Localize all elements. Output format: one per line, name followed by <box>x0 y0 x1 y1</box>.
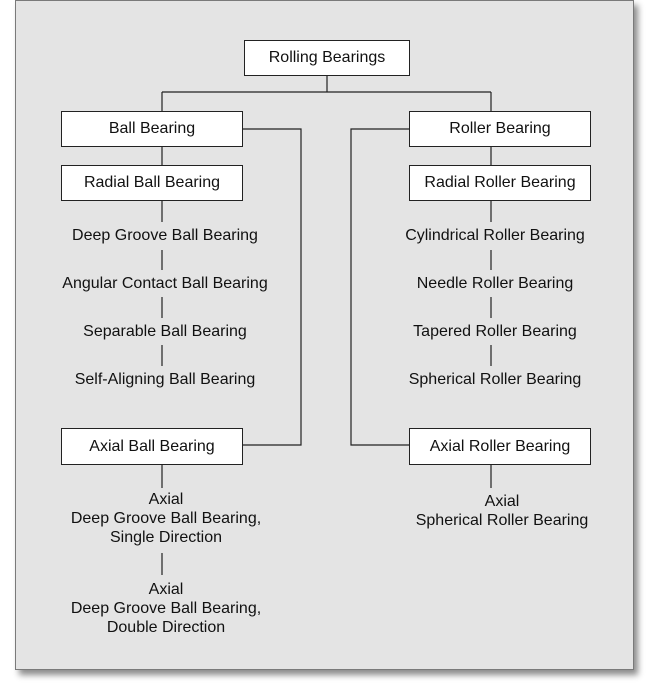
radial-roller-bearing-node: Radial Roller Bearing <box>409 165 591 201</box>
axial-roller-bearing-node: Axial Roller Bearing <box>409 428 591 465</box>
axial-roller-type: Axial Spherical Roller Bearing <box>416 492 589 530</box>
radial-roller-type: Spherical Roller Bearing <box>408 371 582 388</box>
ball-bearing-node: Ball Bearing <box>61 111 243 147</box>
axial-ball-type-line: Double Direction <box>106 619 226 636</box>
root-node: Rolling Bearings <box>244 40 410 76</box>
axial-ball-bearing-node: Axial Ball Bearing <box>61 428 243 465</box>
axial-roller-type-line: Axial <box>484 493 520 510</box>
radial-roller-type: Cylindrical Roller Bearing <box>405 227 585 244</box>
axial-ball-type-line: Axial <box>148 581 184 598</box>
axial-ball-type: Axial Deep Groove Ball Bearing, Double D… <box>71 580 261 637</box>
axial-ball-type-line: Deep Groove Ball Bearing, <box>70 600 262 617</box>
radial-ball-bearing-node: Radial Ball Bearing <box>61 165 243 201</box>
radial-ball-type: Separable Ball Bearing <box>83 323 247 340</box>
radial-ball-type: Self-Aligning Ball Bearing <box>74 371 256 388</box>
axial-ball-type-line: Axial <box>148 491 184 508</box>
radial-roller-type: Tapered Roller Bearing <box>413 323 577 340</box>
axial-ball-type: Axial Deep Groove Ball Bearing, Single D… <box>71 490 261 547</box>
axial-ball-type-line: Deep Groove Ball Bearing, <box>70 510 262 527</box>
radial-ball-type: Deep Groove Ball Bearing <box>72 227 258 244</box>
axial-roller-type-line: Spherical Roller Bearing <box>415 512 589 529</box>
roller-bearing-node: Roller Bearing <box>409 111 591 147</box>
radial-roller-type: Needle Roller Bearing <box>416 275 574 292</box>
axial-ball-type-line: Single Direction <box>109 529 223 546</box>
radial-ball-type: Angular Contact Ball Bearing <box>62 275 268 292</box>
